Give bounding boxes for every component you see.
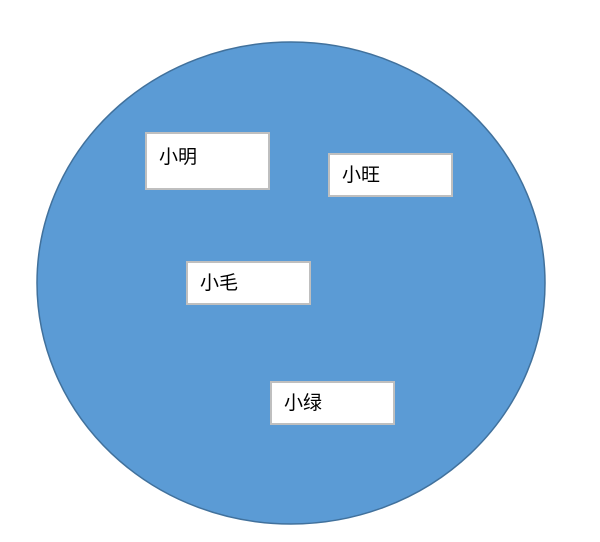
name-box-xiaolv: 小绿: [270, 381, 395, 425]
name-box-xiaowang: 小旺: [328, 153, 453, 197]
name-box-xiaoming: 小明: [145, 132, 270, 190]
name-label: 小绿: [284, 391, 323, 414]
name-label: 小毛: [200, 271, 239, 294]
name-label: 小明: [159, 146, 198, 168]
name-box-xiaomao: 小毛: [186, 261, 311, 305]
name-label: 小旺: [342, 163, 381, 186]
